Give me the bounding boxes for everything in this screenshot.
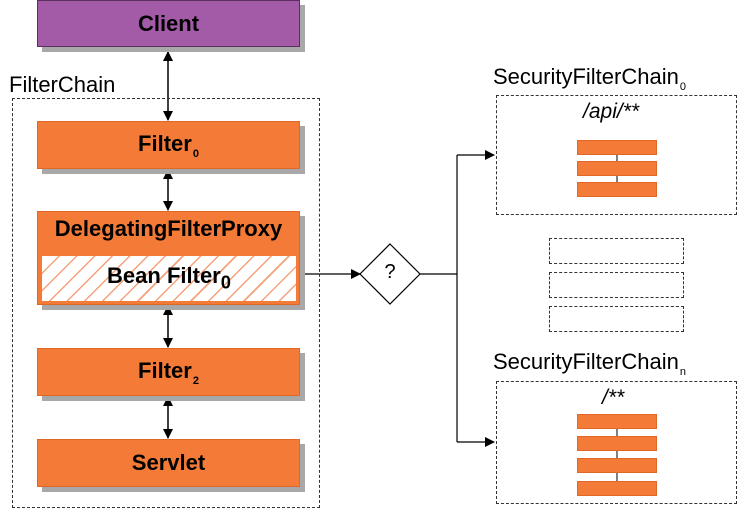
security-chain-n-title: SecurityFilterChainn xyxy=(493,349,686,378)
security-chain-n-filter xyxy=(577,436,657,451)
filter0-box: Filter0 xyxy=(37,121,300,169)
security-chain-0-title: SecurityFilterChain0 xyxy=(493,64,686,93)
security-chain-0-filter xyxy=(577,161,657,176)
placeholder-chain xyxy=(549,306,684,332)
decision-label: ? xyxy=(384,261,396,283)
delegating-filter-proxy-box: DelegatingFilterProxy Bean Filter0 xyxy=(37,211,300,305)
servlet-box: Servlet xyxy=(37,439,300,487)
decision-diamond xyxy=(359,243,421,305)
filter2-label: Filter2 xyxy=(138,357,199,387)
security-chain-n-filter xyxy=(577,481,657,496)
security-chain-n-filter xyxy=(577,458,657,473)
filter2-box: Filter2 xyxy=(37,348,300,396)
filterchain-title: FilterChain xyxy=(9,72,116,97)
bean-filter-label: Bean Filter0 xyxy=(107,263,231,293)
security-chain-0-filter xyxy=(577,140,657,155)
bean-filter-box: Bean Filter0 xyxy=(41,255,297,302)
security-chain-0-container xyxy=(496,95,737,215)
delegating-filter-proxy-label: DelegatingFilterProxy xyxy=(54,216,283,241)
security-chain-n-filter xyxy=(577,414,657,429)
security-chain-n-container xyxy=(496,381,737,504)
servlet-label: Servlet xyxy=(131,450,206,475)
client-label: Client xyxy=(137,10,200,36)
filter0-label: Filter0 xyxy=(138,130,199,160)
security-chain-0-pattern: /api/** xyxy=(583,100,640,123)
placeholder-chain xyxy=(549,238,684,264)
placeholder-chain xyxy=(549,272,684,298)
security-chain-n-pattern: /** xyxy=(602,386,625,409)
client-box: Client xyxy=(37,0,300,47)
security-chain-0-filter xyxy=(577,182,657,197)
